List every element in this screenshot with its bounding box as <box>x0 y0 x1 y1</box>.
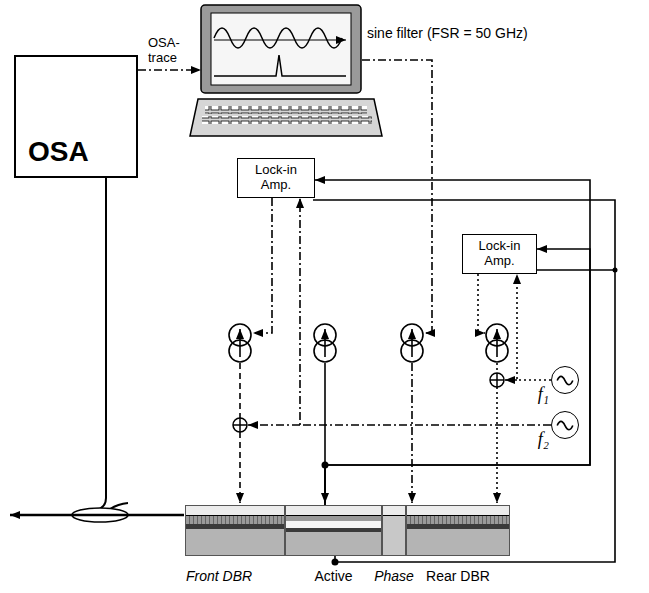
wires <box>240 60 615 562</box>
node-label: Front DBR <box>186 568 252 584</box>
laser-section: Front DBR <box>185 505 285 556</box>
node-label: sine filter (FSR = 50 GHz) <box>367 25 528 41</box>
lock-in-amplifier: Lock-in Amp. <box>237 158 315 198</box>
node-label: f₂ <box>538 429 549 450</box>
current-source <box>486 324 508 362</box>
connector <box>138 69 201 71</box>
sine-symbol <box>552 412 578 438</box>
sine-symbol <box>552 367 578 393</box>
node-label: Phase <box>374 568 414 584</box>
adder <box>490 373 504 387</box>
laser-section: Rear DBR <box>406 505 510 556</box>
sine-generator: f₁ <box>551 366 579 394</box>
adder <box>233 418 247 432</box>
connector <box>325 249 590 505</box>
lock-in-amplifier: Lock-in Amp. <box>462 234 537 274</box>
laser-section: Phase <box>382 505 406 556</box>
connector <box>517 274 551 380</box>
current-source <box>314 324 336 362</box>
output-beam <box>10 514 184 517</box>
current-source <box>229 324 251 362</box>
computer <box>190 5 382 136</box>
node-label: Lock-in Amp. <box>465 239 534 269</box>
computer: sine filter (FSR = 50 GHz) <box>201 5 361 93</box>
edge-label: OSA-trace <box>147 36 193 66</box>
node-label: OSA <box>28 136 89 168</box>
sine-generator: f₂ <box>551 411 579 439</box>
node-label: Active <box>314 568 352 584</box>
connector <box>300 198 551 425</box>
connector <box>315 180 590 505</box>
osa-box: OSA <box>14 55 138 178</box>
current-source <box>401 324 423 362</box>
node-label: Rear DBR <box>426 568 490 584</box>
node-label: f₁ <box>538 384 549 405</box>
laser-section: Active <box>285 505 382 556</box>
node-label: Lock-in Amp. <box>240 163 312 193</box>
